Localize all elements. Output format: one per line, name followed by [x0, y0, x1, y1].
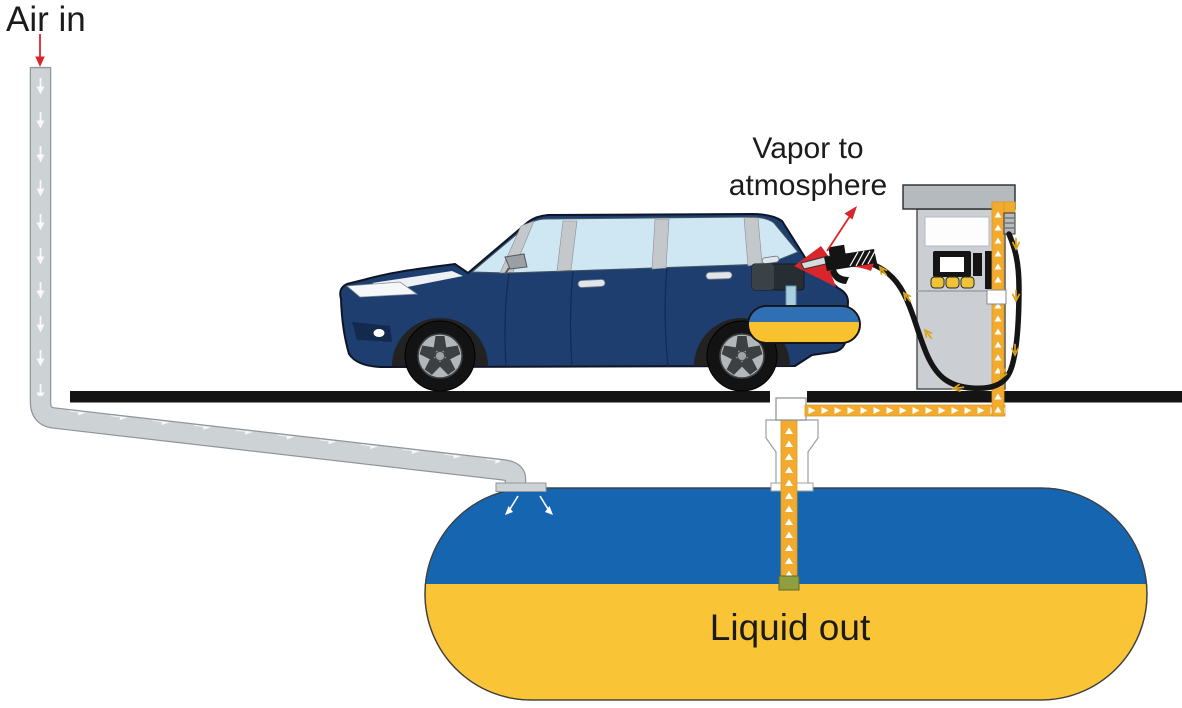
air-dispersal-arrows: [505, 495, 553, 515]
nozzle-trigger-guard: [830, 269, 849, 284]
vapor-label-line1: Vapor to: [752, 132, 864, 165]
door-seams: [504, 268, 669, 368]
dispenser-flow-arrows: [992, 208, 1004, 414]
tank-outline: [424, 487, 1148, 701]
front-hub: [435, 351, 445, 361]
nozzle-body: [824, 249, 877, 271]
air-inlet-pipe: [29, 66, 547, 492]
air-flow-down-arrows: [31, 72, 50, 396]
riser-junction-box: [986, 289, 1007, 305]
dispenser-buttons: [930, 276, 975, 289]
riser-flow-arrows: [781, 424, 797, 578]
nozzle-holster: [985, 251, 996, 289]
vapor-label-line2: atmosphere: [728, 169, 888, 202]
dispenser-card-slot: [973, 253, 982, 276]
air-in-label: Air in: [6, 0, 86, 39]
riser-foot-valve: [778, 575, 800, 591]
mirror-stem: [504, 267, 510, 275]
door-handles: [577, 255, 780, 288]
ground-line: [70, 391, 1182, 403]
underground-flow-arrows: [805, 405, 1005, 416]
nozzle-top: [828, 244, 846, 258]
air-in-annotation-arrow: [35, 34, 45, 67]
connector-ridges: [1005, 217, 1014, 229]
dispenser-top-panel: [924, 216, 990, 247]
underground-liquid-pipe: [804, 404, 1006, 417]
air-flow-right-arrows: [52, 408, 501, 479]
liquid-out-label: Liquid out: [709, 607, 871, 648]
air-pipe-tank-plate: [495, 482, 547, 492]
side-mirror: [504, 253, 528, 270]
fog-light: [373, 329, 385, 337]
dispenser-button: [960, 276, 975, 289]
headlight: [345, 281, 419, 298]
dispenser-button: [930, 276, 945, 289]
front-bumper-recess: [352, 322, 392, 342]
car-wheel-front: [392, 318, 488, 392]
ground-left-segment: [70, 391, 770, 403]
car-tank-vapor: [748, 306, 860, 322]
riser-ground-fitting: [775, 397, 807, 421]
car: [339, 212, 861, 392]
dispenser-display-screen: [940, 257, 964, 272]
fuel-nozzle: [800, 244, 877, 284]
dispenser-riser-pipe: [986, 201, 1016, 417]
liquid-outlet-riser: [765, 419, 819, 591]
dispenser-button: [945, 276, 960, 289]
nozzle-grip-hatch: [849, 250, 876, 267]
dispenser-cap: [902, 184, 1016, 210]
vapor-annotation-arrow: [826, 206, 857, 252]
car-fuel-tank: [747, 305, 861, 344]
vapor-to-atmosphere-label: Vapor to atmosphere: [695, 130, 921, 204]
filler-port-left: [752, 264, 774, 290]
rear-hub: [737, 351, 747, 361]
